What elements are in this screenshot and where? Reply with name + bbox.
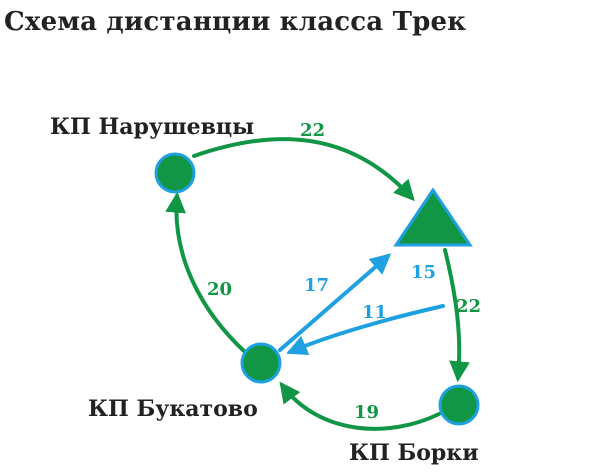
checkpoint-bukatovo-marker xyxy=(240,342,282,384)
checkpoint-bukatovo-label: КП Букатово xyxy=(88,396,258,422)
leg-arrow-bukatovo-start xyxy=(278,253,392,352)
leg-arrow-narushevtsy-start xyxy=(192,137,415,202)
leg-value-start-segment: 15 xyxy=(411,262,436,283)
leg-arrow-borki-bukatovo xyxy=(279,381,441,431)
leg-arrow-start-bukatovo xyxy=(286,304,445,356)
checkpoint-borki-marker xyxy=(438,384,480,426)
start-triangle xyxy=(393,187,473,247)
leg-value-start-bukatovo: 11 xyxy=(362,302,387,323)
leg-arrow-start-borki xyxy=(443,248,470,383)
leg-value-bukatovo-narushevtsy: 20 xyxy=(207,279,232,300)
leg-value-start-borki: 22 xyxy=(456,296,481,317)
diagram-title: Схема дистанции класса Трек xyxy=(4,7,467,37)
checkpoint-borki-label: КП Борки xyxy=(349,440,479,466)
checkpoint-narushevtsy-label: КП Нарушевцы xyxy=(50,114,254,140)
leg-value-narushevtsy-start: 22 xyxy=(300,120,325,141)
leg-arrow-bukatovo-narushevtsy xyxy=(165,191,247,354)
leg-value-borki-bukatovo: 19 xyxy=(354,402,379,423)
leg-value-bukatovo-start: 17 xyxy=(304,275,329,296)
checkpoint-narushevtsy-marker xyxy=(154,152,196,194)
